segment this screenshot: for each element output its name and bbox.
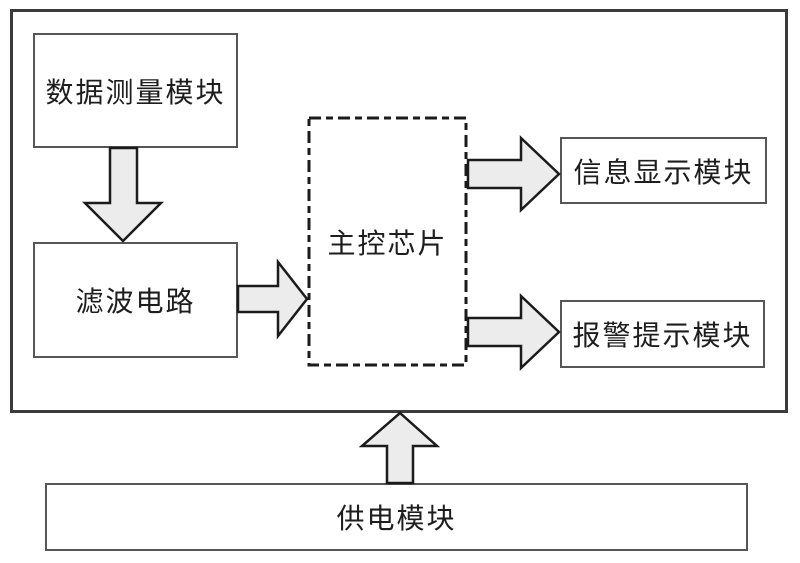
- block-power-supply: 供电模块: [45, 483, 748, 551]
- block-alarm-prompt: 报警提示模块: [560, 300, 765, 368]
- dashed-border: [307, 116, 468, 367]
- block-main-chip-label: 主控芯片: [327, 228, 448, 260]
- block-main-chip: 主控芯片: [307, 116, 468, 367]
- block-info-display: 信息显示模块: [560, 137, 767, 204]
- block-info-display-label: 信息显示模块: [573, 157, 754, 189]
- block-alarm-prompt-label: 报警提示模块: [572, 321, 753, 352]
- block-data-measurement-label: 数据测量模块: [45, 77, 226, 109]
- block-filter-circuit: 滤波电路: [33, 242, 238, 358]
- arrow-power-to-system-icon: [358, 411, 441, 485]
- block-filter-circuit-label: 滤波电路: [75, 287, 196, 318]
- block-data-measurement: 数据测量模块: [33, 33, 238, 148]
- block-power-supply-label: 供电模块: [336, 504, 457, 535]
